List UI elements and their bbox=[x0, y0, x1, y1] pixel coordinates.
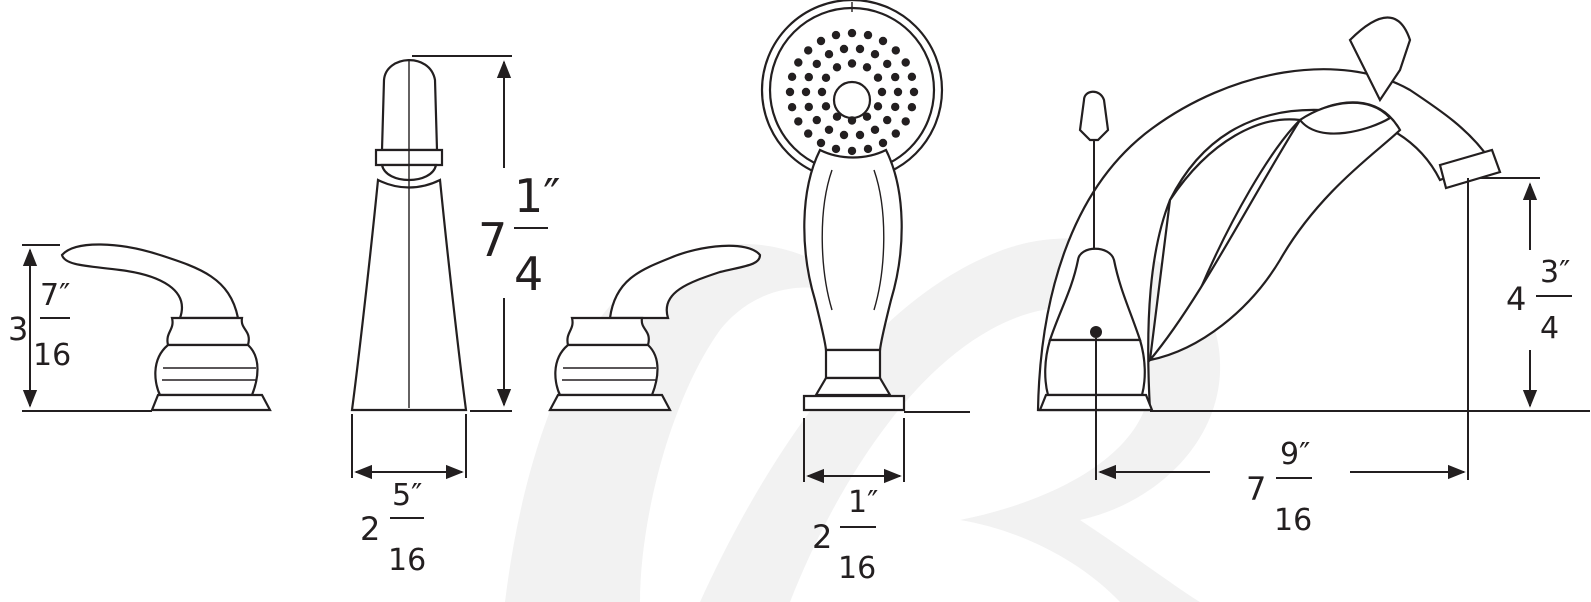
spray-nozzles bbox=[785, 28, 919, 156]
svg-text:16: 16 bbox=[838, 551, 876, 586]
svg-text:7″: 7″ bbox=[40, 278, 70, 313]
spout-width-dimension: 2 5″ 16 bbox=[360, 478, 426, 578]
svg-text:4: 4 bbox=[1540, 311, 1559, 346]
handshower-width-dimension: 2 1″ 16 bbox=[812, 485, 878, 586]
handshower-drawing bbox=[760, 0, 970, 484]
tub-spout-reach-dimension: 7 9″ 16 bbox=[1246, 437, 1312, 538]
tub-spout-height-dimension: 4 3″ 4 bbox=[1500, 250, 1590, 350]
svg-text:2: 2 bbox=[360, 510, 380, 548]
svg-text:7: 7 bbox=[478, 213, 507, 267]
svg-text:4: 4 bbox=[1506, 280, 1526, 318]
spout-height-dimension: 7 1″ 4 bbox=[472, 168, 560, 301]
svg-text:4: 4 bbox=[514, 247, 543, 301]
right-handle-drawing bbox=[548, 244, 762, 412]
svg-text:3: 3 bbox=[8, 310, 28, 348]
svg-text:9″: 9″ bbox=[1280, 437, 1310, 472]
svg-text:1″: 1″ bbox=[848, 485, 878, 520]
svg-text:16: 16 bbox=[388, 543, 426, 578]
svg-text:1″: 1″ bbox=[514, 169, 560, 223]
handle-height-dimension: 3 7″ 16 bbox=[8, 278, 71, 373]
svg-text:5″: 5″ bbox=[392, 478, 422, 513]
left-handle-drawing bbox=[22, 243, 272, 412]
svg-text:2: 2 bbox=[812, 518, 832, 556]
svg-text:3″: 3″ bbox=[1540, 255, 1570, 290]
svg-text:16: 16 bbox=[1274, 503, 1312, 538]
tub-spout-side-drawing bbox=[1036, 16, 1590, 480]
svg-text:7: 7 bbox=[1246, 470, 1266, 508]
svg-text:16: 16 bbox=[33, 338, 71, 373]
spout-front-drawing bbox=[350, 55, 512, 480]
